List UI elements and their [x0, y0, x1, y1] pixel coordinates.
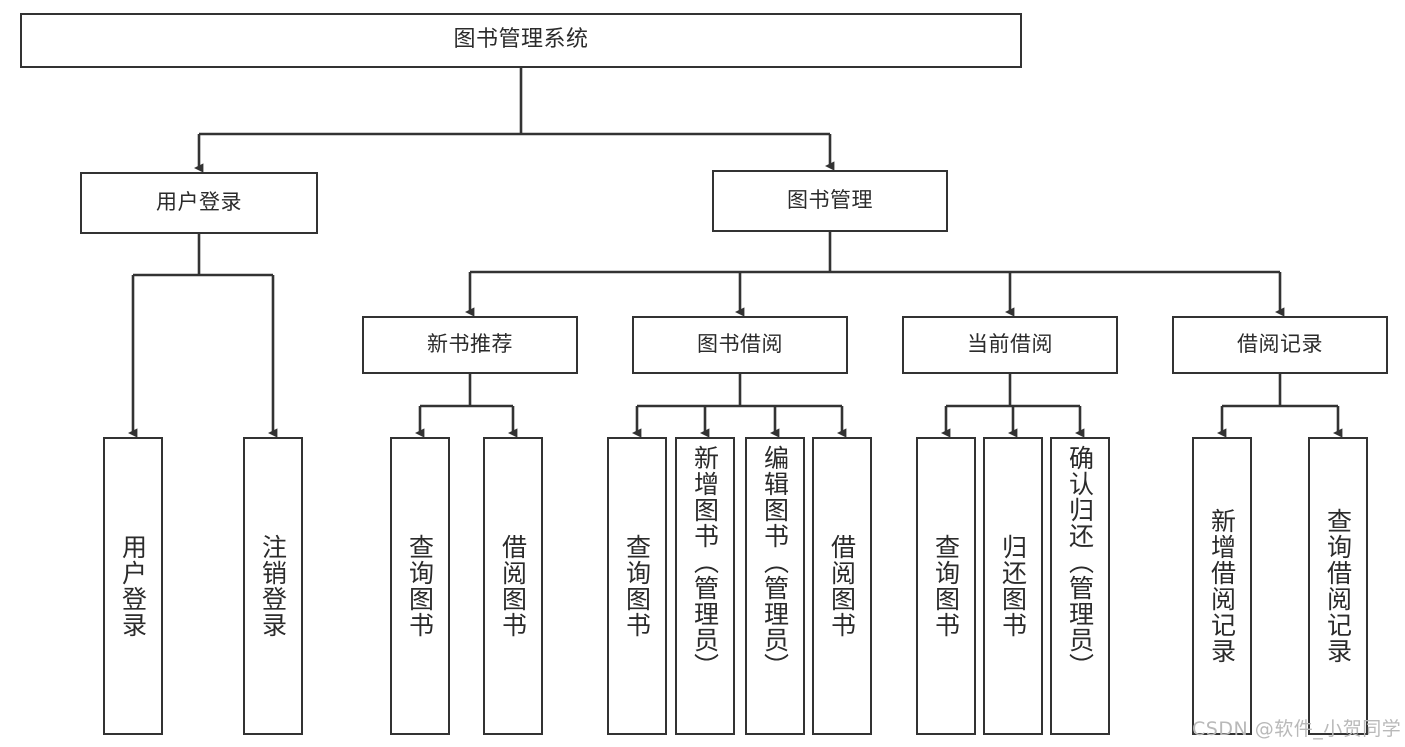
node-label: 查询图书	[405, 534, 435, 638]
node-label: 编辑图书（管理员）	[760, 445, 790, 679]
node-book-manage[interactable]: 图书管理	[712, 170, 948, 232]
node-book-borrow[interactable]: 图书借阅	[632, 316, 848, 374]
node-current-borrow[interactable]: 当前借阅	[902, 316, 1118, 374]
leaf-return-book[interactable]: 归还图书	[983, 437, 1043, 735]
node-root-system[interactable]: 图书管理系统	[20, 13, 1022, 68]
leaf-query-book-borrow[interactable]: 查询图书	[607, 437, 667, 735]
node-label: 借阅图书	[827, 534, 857, 638]
node-label: 用户登录	[156, 190, 242, 215]
node-label: 注销登录	[258, 534, 288, 638]
node-label: 查询图书	[931, 534, 961, 638]
node-borrow-record[interactable]: 借阅记录	[1172, 316, 1388, 374]
leaf-query-book-current[interactable]: 查询图书	[916, 437, 976, 735]
node-label: 新书推荐	[427, 332, 513, 357]
node-label: 借阅图书	[498, 534, 528, 638]
node-new-book-rec[interactable]: 新书推荐	[362, 316, 578, 374]
node-label: 当前借阅	[967, 332, 1053, 357]
node-label: 新增图书（管理员）	[690, 445, 720, 679]
node-user-login[interactable]: 用户登录	[80, 172, 318, 234]
node-label: 借阅记录	[1237, 332, 1323, 357]
leaf-confirm-return[interactable]: 确认归还（管理员）	[1050, 437, 1110, 735]
node-label: 用户登录	[118, 534, 148, 638]
node-label: 图书管理	[787, 188, 873, 213]
node-label: 新增借阅记录	[1207, 508, 1237, 664]
node-label: 查询借阅记录	[1323, 508, 1353, 664]
leaf-borrow-book-new[interactable]: 借阅图书	[483, 437, 543, 735]
leaf-user-login[interactable]: 用户登录	[103, 437, 163, 735]
node-label: 归还图书	[998, 534, 1028, 638]
watermark-csdn: CSDN @软件_小贺同学	[1192, 718, 1402, 740]
node-label: 查询图书	[622, 534, 652, 638]
leaf-query-book-new[interactable]: 查询图书	[390, 437, 450, 735]
node-label: 图书借阅	[697, 332, 783, 357]
node-label: 图书管理系统	[453, 27, 589, 53]
leaf-add-book[interactable]: 新增图书（管理员）	[675, 437, 735, 735]
node-label: 确认归还（管理员）	[1065, 445, 1095, 679]
leaf-borrow-book-borrow[interactable]: 借阅图书	[812, 437, 872, 735]
leaf-logout[interactable]: 注销登录	[243, 437, 303, 735]
leaf-query-record[interactable]: 查询借阅记录	[1308, 437, 1368, 735]
leaf-add-record[interactable]: 新增借阅记录	[1192, 437, 1252, 735]
leaf-edit-book[interactable]: 编辑图书（管理员）	[745, 437, 805, 735]
